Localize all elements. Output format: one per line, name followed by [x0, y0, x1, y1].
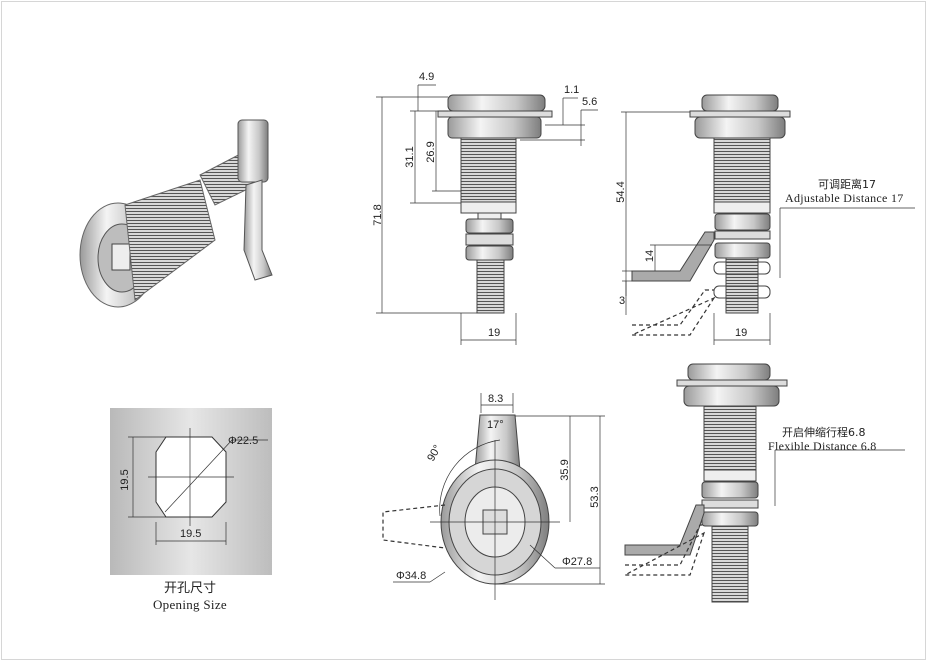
- front-view: 71.8 31.1 26.9 4.9 1.1 5.6 19: [372, 71, 598, 345]
- dim-overall-height: 53.3: [589, 486, 601, 507]
- dim-inner-diameter: Φ27.8: [562, 556, 592, 568]
- dim-taper-angle: 17°: [487, 419, 504, 431]
- dim-overall-length: 71.8: [372, 204, 384, 225]
- dim-lever-width: 8.3: [488, 393, 503, 405]
- dim-cap-height: 4.9: [419, 71, 434, 83]
- dim-opening-width: 19.5: [180, 528, 201, 540]
- flexible-distance-en: Flexible Distance 6.8: [768, 439, 877, 453]
- dim-height: 54.4: [615, 181, 627, 202]
- open-view: 开启伸缩行程6.8 Flexible Distance 6.8: [624, 363, 905, 603]
- dim-thread-length: 26.9: [425, 141, 437, 162]
- dim-opening-diameter: Φ22.5: [228, 435, 258, 447]
- dim-rotation-angle: 90°: [425, 443, 444, 463]
- side-view: 54.4 14 3 19 可调距离17 Adjustable Distance …: [615, 94, 915, 345]
- dim-center-to-tip: 35.9: [559, 459, 571, 480]
- dim-body-length: 31.1: [404, 146, 416, 167]
- top-view: 8.3 17° 90° 35.9 53.3 Φ27.8 Φ34.8: [382, 393, 605, 600]
- dim-width: 19: [488, 327, 500, 339]
- opening-size-en: Opening Size: [153, 597, 227, 612]
- dim-lever-thickness: 3: [619, 295, 625, 307]
- opening-size-diagram: Φ22.5 19.5 19.5 开孔尺寸 Opening Size: [110, 408, 272, 612]
- dim-nut-height: 5.6: [582, 96, 597, 108]
- dim-flange-thickness: 1.1: [564, 84, 579, 96]
- opening-size-cn: 开孔尺寸: [164, 581, 216, 596]
- flexible-distance-cn: 开启伸缩行程6.8: [782, 426, 866, 439]
- product-photo: [79, 119, 273, 308]
- dim-outer-diameter: Φ34.8: [396, 570, 426, 582]
- dim-opening-height: 19.5: [119, 469, 131, 490]
- adjustable-distance-cn: 可调距离17: [818, 177, 876, 191]
- adjustable-distance-en: Adjustable Distance 17: [785, 191, 904, 205]
- dim-lever-offset: 14: [644, 250, 656, 262]
- dim-side-width: 19: [735, 327, 747, 339]
